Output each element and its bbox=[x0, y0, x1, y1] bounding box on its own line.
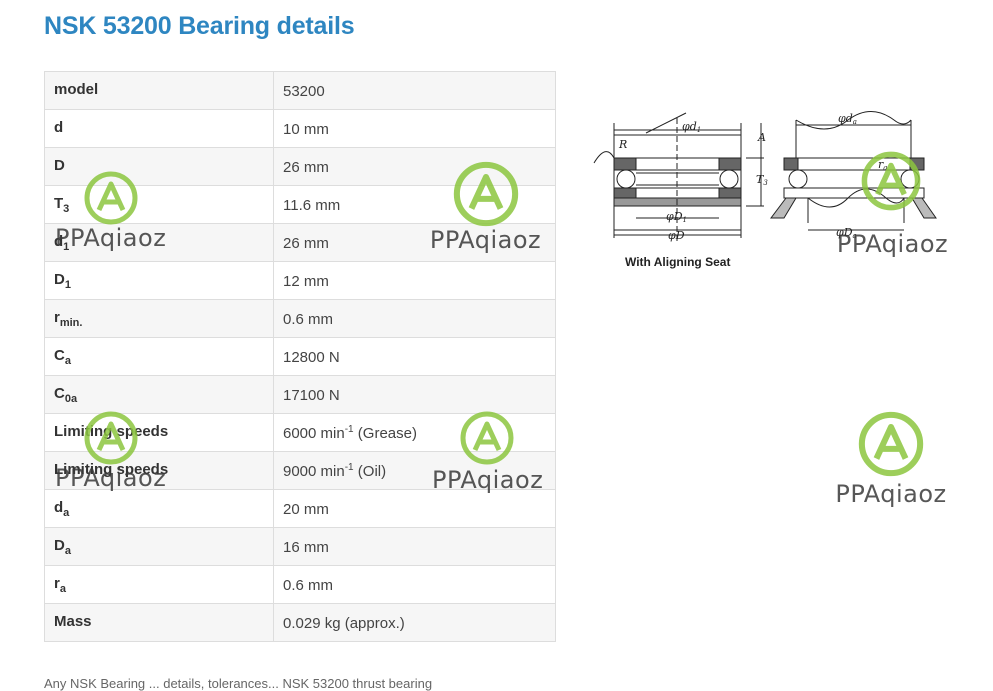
spec-value: 12 mm bbox=[273, 261, 556, 300]
spec-value: 6000 min-1 (Grease) bbox=[273, 413, 556, 452]
spec-value: 26 mm bbox=[273, 147, 556, 186]
spec-key: ra bbox=[44, 565, 274, 604]
label-D1: φD1 bbox=[666, 210, 687, 224]
label-D: φD bbox=[668, 229, 685, 242]
label-d1: φd1 bbox=[682, 120, 701, 134]
watermark: PPAqiaoz bbox=[826, 410, 956, 510]
spec-key: Da bbox=[44, 527, 274, 566]
spec-value: 11.6 mm bbox=[273, 185, 556, 224]
watermark-logo-icon bbox=[858, 411, 924, 477]
spec-key: model bbox=[44, 71, 274, 110]
spec-key: d bbox=[44, 109, 274, 148]
spec-key: Limiting speeds bbox=[44, 413, 274, 452]
spec-value: 0.029 kg (approx.) bbox=[273, 603, 556, 642]
bearing-diagram: φd1 R A T3 φD1 φD φda ra φDa bbox=[593, 111, 937, 243]
table-row: rmin.0.6 mm bbox=[44, 299, 556, 338]
spec-key: Mass bbox=[44, 603, 274, 642]
spec-key: Ca bbox=[44, 337, 274, 376]
spec-key: rmin. bbox=[44, 299, 274, 338]
spec-value: 16 mm bbox=[273, 527, 556, 566]
label-R: R bbox=[618, 138, 627, 151]
spec-value: 0.6 mm bbox=[273, 565, 556, 604]
spec-key: d1 bbox=[44, 223, 274, 262]
spec-value: 26 mm bbox=[273, 223, 556, 262]
page-title: NSK 53200 Bearing details bbox=[44, 12, 355, 40]
spec-key: D bbox=[44, 147, 274, 186]
spec-key: T3 bbox=[44, 185, 274, 224]
label-Da: φDa bbox=[836, 226, 857, 240]
label-A: A bbox=[757, 131, 766, 144]
spec-value: 9000 min-1 (Oil) bbox=[273, 451, 556, 490]
diagram-caption: With Aligning Seat bbox=[625, 255, 731, 269]
spec-key: D1 bbox=[44, 261, 274, 300]
spec-key: Limiting speeds bbox=[44, 451, 274, 490]
label-T3: T3 bbox=[756, 173, 768, 187]
spec-key: C0a bbox=[44, 375, 274, 414]
spec-value: 12800 N bbox=[273, 337, 556, 376]
spec-value: 20 mm bbox=[273, 489, 556, 528]
spec-value: 17100 N bbox=[273, 375, 556, 414]
label-da: φda bbox=[838, 112, 857, 126]
spec-key: da bbox=[44, 489, 274, 528]
spec-value: 53200 bbox=[273, 71, 556, 110]
spec-value: 0.6 mm bbox=[273, 299, 556, 338]
spec-value: 10 mm bbox=[273, 109, 556, 148]
